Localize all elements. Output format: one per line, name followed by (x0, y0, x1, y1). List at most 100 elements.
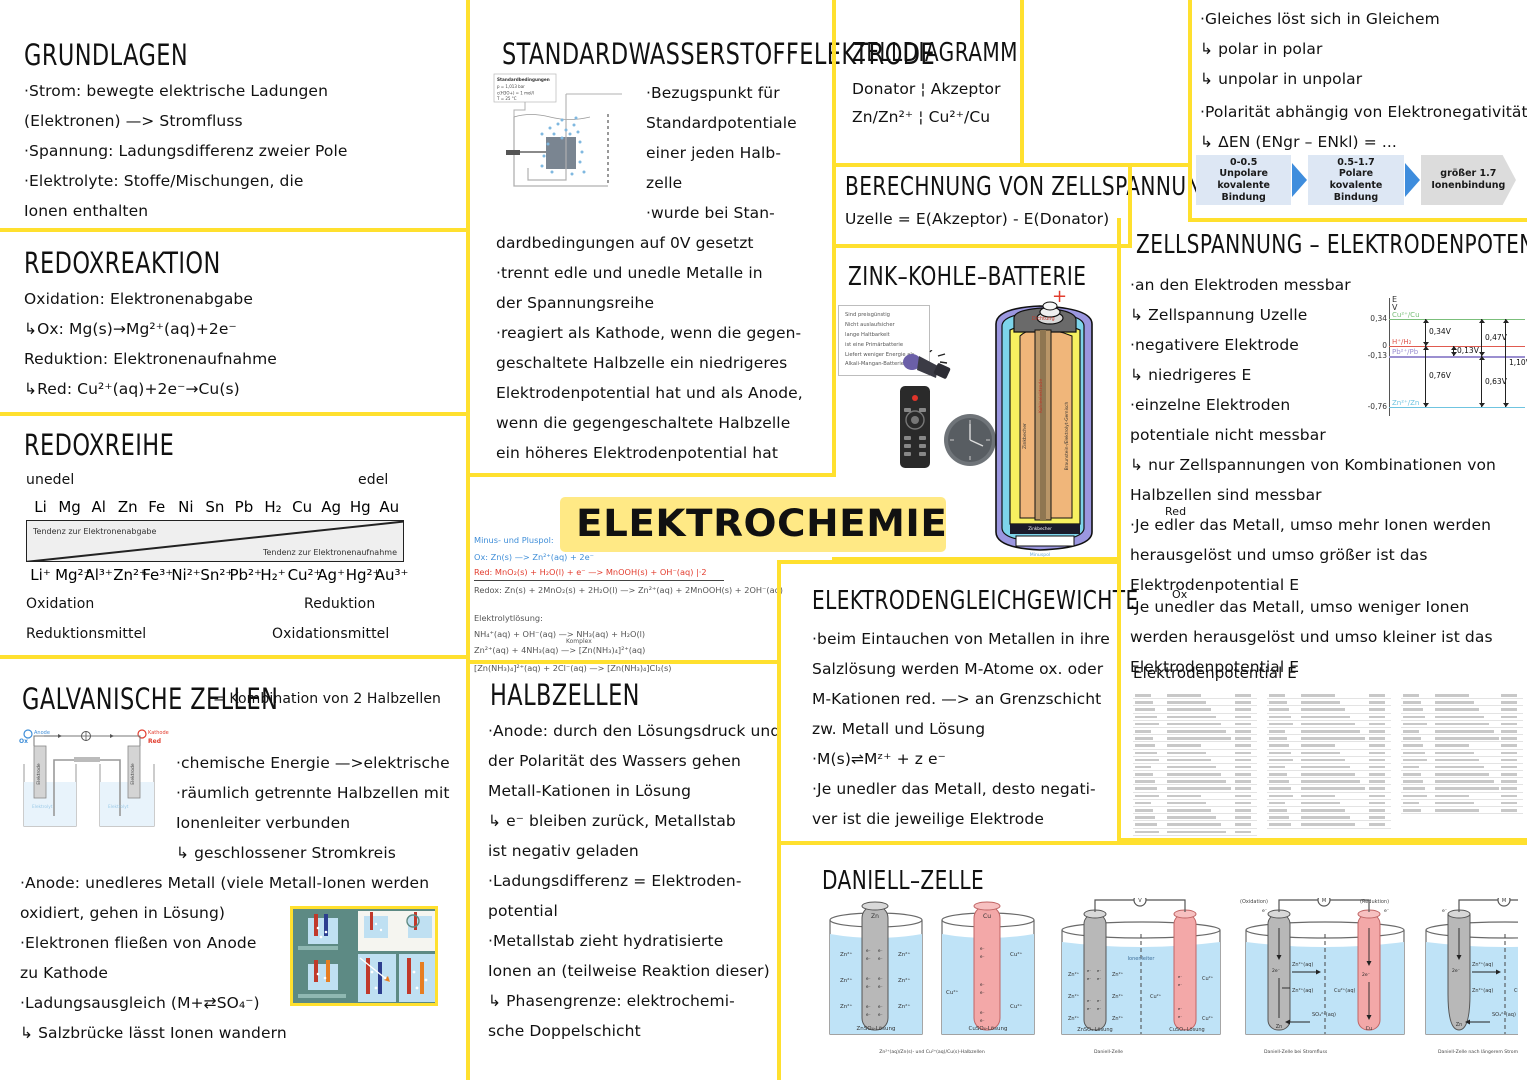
redoxreihe-metal: Cu (292, 498, 313, 516)
loeslichkeit-line: ↳ polar in polar (1200, 40, 1323, 58)
table-cell (1403, 794, 1427, 798)
table-cell (1235, 701, 1251, 704)
heading-berechnung: BERECHNUNG VON ZELLSPANNUNGEN (845, 172, 1247, 202)
redoxreihe-ion: Sn²⁺ (200, 566, 234, 584)
redoxreihe-ion-row: Li⁺Mg²⁺Al³⁺Zn²⁺Fe³⁺Ni²⁺Sn²⁺Pb²⁺H₂⁺Cu²⁺Ag… (26, 566, 408, 584)
svg-text:2e⁻: 2e⁻ (1272, 968, 1281, 974)
redoxreihe-metal: Hg (349, 498, 371, 516)
grundlagen-line: ·Strom: bewegte elektrische Ladungen (24, 82, 328, 100)
redoxreihe-metal: Au (379, 498, 400, 516)
svg-text:e⁻: e⁻ (980, 1010, 985, 1015)
redoxreihe-ion: Al³⁺ (84, 566, 113, 584)
table-cell (1435, 694, 1469, 697)
zinc-carbon-battery-diagram: Kohleelektrode Zinkbecher Braunstein-/El… (995, 301, 1093, 558)
svg-text:e⁻: e⁻ (1097, 977, 1101, 981)
redoxreihe-metal: Ag (321, 498, 342, 516)
grundlagen-line: ·Elektrolyte: Stoffe/Mischungen, die (24, 172, 304, 190)
table-cell (1369, 816, 1385, 819)
galvanische-zellen-line: ↳ geschlossener Stromkreis (176, 844, 396, 862)
svg-text:Cu: Cu (1366, 1026, 1373, 1032)
table-cell (1269, 787, 1291, 791)
table-cell (1435, 701, 1474, 704)
svg-text:Cu²⁺: Cu²⁺ (946, 989, 959, 996)
daniell-cell-current: M Minuspol (Oxidation) Pluspol (Reduktio… (1240, 898, 1405, 1055)
flashlight-icon (903, 350, 951, 379)
daniell-cell-after: M Minuspol Pluspol e⁻ e⁻ 2e⁻ Zn 2e⁻ Cu Z… (1425, 898, 1518, 1055)
svg-text:Zn²⁺: Zn²⁺ (840, 951, 852, 958)
table-cell (1369, 701, 1385, 704)
table-row (1401, 742, 1523, 750)
table-row (1267, 778, 1391, 786)
svg-text:Zn²⁺: Zn²⁺ (1112, 1016, 1124, 1022)
table-cell (1235, 758, 1251, 762)
table-cell (1369, 708, 1385, 711)
table-cell (1501, 722, 1517, 726)
table-cell (1403, 722, 1427, 726)
en-arrow-icon (1292, 163, 1308, 197)
formula-line-zn-komplex: Zn²⁺(aq) + 4NH₃(aq) —> [Zn(NH₃)₄]²⁺(aq) (474, 645, 646, 655)
zellspannung-line: ·Je edler das Metall, umso mehr Ionen we… (1130, 516, 1492, 534)
table-cell (1301, 758, 1345, 762)
svg-text:Zn²⁺(aq): Zn²⁺(aq) (1472, 988, 1493, 994)
redoxreihe-footer-oxidationsmittel: Oxidationsmittel (272, 626, 390, 642)
svg-text:Daniell-Zelle nach längerem St: Daniell-Zelle nach längerem Stromfluss (1438, 1049, 1518, 1055)
table-row (1133, 742, 1257, 750)
svg-text:Cu²⁺: Cu²⁺ (1202, 1016, 1214, 1022)
svg-text:e⁻: e⁻ (866, 1004, 871, 1009)
divider-redoxreaktion-bottom (0, 412, 470, 416)
table-cell (1235, 737, 1251, 740)
svg-text:Zn²⁺: Zn²⁺ (1068, 972, 1080, 978)
svg-text:Zn²⁺: Zn²⁺ (898, 951, 910, 958)
halbzellen-line: der Polarität des Wassers gehen (488, 752, 741, 770)
table-row (1133, 821, 1257, 829)
redoxreihe-metal: Mg (58, 498, 81, 516)
svg-text:e⁻: e⁻ (866, 984, 871, 989)
svg-text:p = 1,013 bar: p = 1,013 bar (497, 84, 525, 89)
table-cell (1301, 765, 1350, 769)
heading-elektrodengleichgewichte: ELEKTRODENGLEICHGEWICHTE (812, 586, 1139, 616)
svg-text:e⁻: e⁻ (980, 946, 985, 951)
table-cell (1501, 780, 1517, 783)
table-cell (1167, 801, 1206, 805)
table-cell (1167, 758, 1211, 762)
table-row (1267, 692, 1391, 700)
divider-redoxreihe-bottom (0, 655, 470, 659)
daniell-halfcells: Zn Zn²⁺ Zn²⁺ Zn²⁺ Zn²⁺ Zn²⁺ Zn²⁺ e⁻e⁻ e⁻… (829, 901, 1035, 1055)
halbzellen-line: ·Metallstab zieht hydratisierte (488, 932, 724, 950)
table-row (1133, 757, 1257, 764)
table-cell (1403, 737, 1421, 740)
chart-difference-arrow (1478, 318, 1485, 357)
formula-line-ox: Ox: Zn(s) —> Zn²⁺(aq) + 2e⁻ (474, 552, 594, 562)
svg-text:T = 25 °C: T = 25 °C (496, 96, 517, 101)
svg-text:e⁻: e⁻ (1178, 983, 1182, 987)
table-cell (1235, 794, 1251, 798)
table-row (1401, 699, 1523, 707)
table-cell (1167, 794, 1201, 798)
redoxreaktion-line: ↳Red: Cu²⁺(aq)+2e⁻→Cu(s) (24, 380, 240, 398)
svg-text:e⁻: e⁻ (1442, 909, 1448, 914)
svg-text:SO₄²⁻(aq): SO₄²⁻(aq) (1492, 1012, 1516, 1018)
zellspannung-line: werden herausgelöst und umso kleiner ist… (1130, 628, 1493, 646)
swe-line: ·trennt edle und unedle Metalle in (496, 264, 763, 282)
table-cell (1369, 722, 1385, 726)
galvanische-zellen-line: ·chemische Energie —>elektrische (176, 754, 450, 772)
table-cell (1435, 758, 1479, 762)
svg-text:e⁻: e⁻ (878, 948, 883, 953)
table-row (1133, 778, 1257, 786)
table-cell (1167, 765, 1216, 769)
redoxreihe-ion: Zn²⁺ (113, 566, 147, 584)
table-cell (1301, 722, 1355, 726)
svg-text:Zn²⁺: Zn²⁺ (1068, 994, 1080, 1000)
table-cell (1135, 722, 1159, 726)
table-cell (1301, 737, 1365, 740)
halbzellen-line: ↳ Phasengrenze: elektrochemi- (488, 992, 735, 1010)
table-cell (1167, 694, 1201, 697)
svg-text:Daniell-Zelle: Daniell-Zelle (1094, 1049, 1123, 1055)
heading-zelldiagramm: ZELLDIAGRAMM (852, 38, 1018, 68)
svg-text:CuSO₄-Lösung: CuSO₄-Lösung (1169, 1027, 1204, 1033)
table-cell (1435, 744, 1469, 747)
galvanische-zellen-line: ·räumlich getrennte Halbzellen mit (176, 784, 450, 802)
table-cell (1135, 809, 1153, 812)
table-cell (1135, 794, 1159, 798)
